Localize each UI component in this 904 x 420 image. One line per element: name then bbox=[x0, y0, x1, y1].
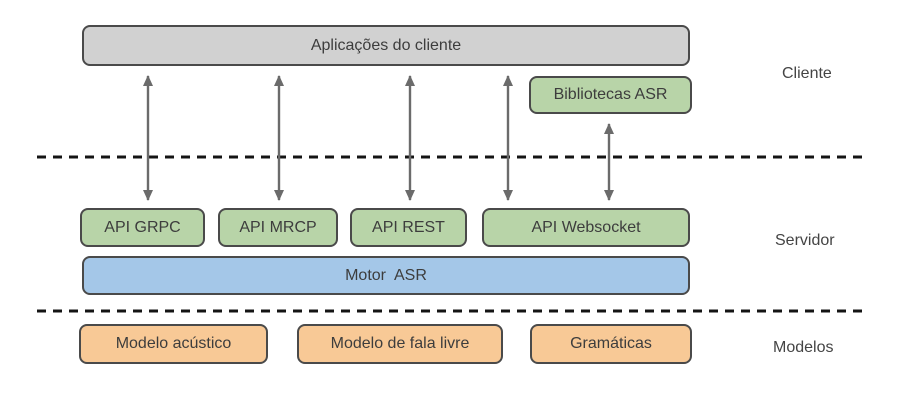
grammars-label: Gramáticas bbox=[570, 335, 652, 352]
layer-label-models: Modelos bbox=[773, 339, 834, 356]
asr-libraries-label: Bibliotecas ASR bbox=[553, 86, 668, 103]
layer-label-client: Cliente bbox=[782, 65, 832, 82]
api-rest-box: API REST bbox=[350, 208, 467, 247]
asr-engine-label: Motor ASR bbox=[345, 266, 427, 284]
client-applications-box: Aplicações do cliente bbox=[82, 25, 690, 66]
grammars-box: Gramáticas bbox=[530, 324, 692, 364]
api-websocket-box: API Websocket bbox=[482, 208, 690, 247]
acoustic-model-box: Modelo acústico bbox=[79, 324, 268, 364]
api-grpc-box: API GRPC bbox=[80, 208, 205, 247]
free-speech-model-box: Modelo de fala livre bbox=[297, 324, 503, 364]
acoustic-model-label: Modelo acústico bbox=[115, 335, 232, 352]
free-speech-model-label: Modelo de fala livre bbox=[330, 335, 470, 352]
api-rest-label: API REST bbox=[372, 218, 445, 236]
api-mrcp-box: API MRCP bbox=[218, 208, 338, 247]
asr-engine-box: Motor ASR bbox=[82, 256, 690, 295]
layer-label-server: Servidor bbox=[775, 232, 835, 249]
asr-libraries-box: Bibliotecas ASR bbox=[529, 76, 692, 114]
api-websocket-label: API Websocket bbox=[531, 218, 641, 236]
api-mrcp-label: API MRCP bbox=[239, 218, 317, 236]
api-grpc-label: API GRPC bbox=[104, 218, 181, 236]
client-applications-label: Aplicações do cliente bbox=[310, 36, 462, 54]
